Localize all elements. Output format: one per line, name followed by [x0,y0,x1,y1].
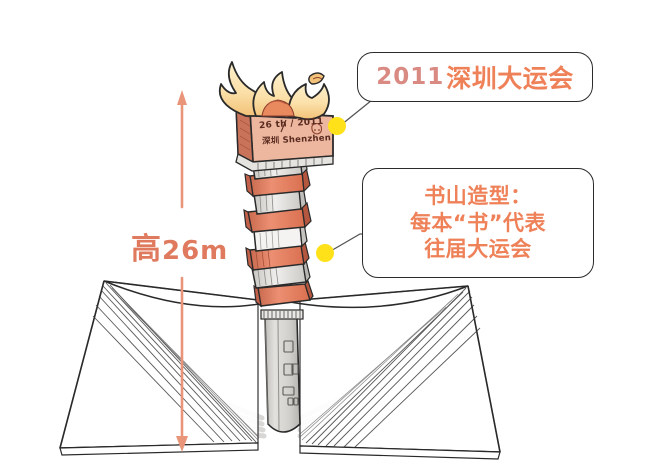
callout-event-name[interactable]: 2011 深圳大运会 [357,52,593,102]
height-label-cn: 高 [131,232,162,267]
mascot-mark [311,122,323,135]
callout-desc-line-2: 每本“书”代表 [409,210,547,235]
leader-dot-stack [316,244,334,262]
callout-desc-line-1: 书山造型： [424,183,532,208]
torch-head-book [235,105,334,172]
torch-flame [218,61,330,121]
stack-book-6 [245,240,310,272]
callout-design-description[interactable]: 书山造型： 每本“书”代表 往届大运会 [362,168,594,278]
arrow-down-height [176,276,188,452]
height-label-value: 26m [162,236,229,266]
callout-event-year: 2011 [376,64,445,90]
torch-book-stack [243,150,314,308]
handle-collar [260,309,304,320]
arrow-up-height [177,90,187,209]
head-page-edge [235,153,334,172]
leader-dot-flame [328,117,346,135]
height-label: 高26m [131,224,228,268]
handle-window-group [282,340,299,406]
open-book-base [59,280,501,460]
ember-spark [308,72,325,85]
stack-book-8 [253,279,314,308]
callout-desc-line-3: 往届大运会 [424,237,532,262]
height-arrow-group [176,90,188,452]
callout-event-name-cn: 深圳大运会 [446,64,574,93]
torch-handle [260,309,304,433]
